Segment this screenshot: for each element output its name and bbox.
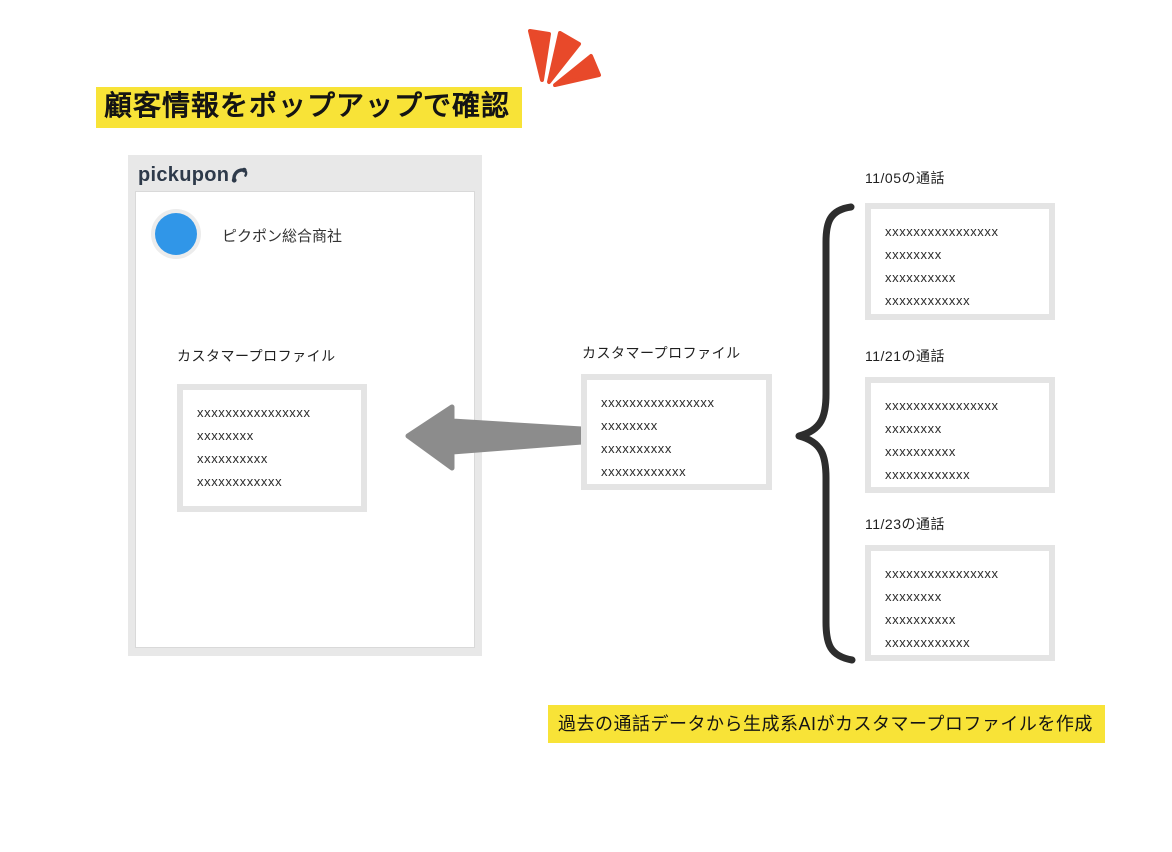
curly-brace [795, 203, 856, 664]
placeholder-line: xxxxxxxx [885, 589, 942, 604]
emphasis-burst-icon [528, 29, 601, 87]
placeholder-line: xxxxxxxxxx [885, 444, 956, 459]
avatar [151, 209, 201, 259]
phone-receiver-icon [232, 167, 248, 183]
placeholder-line: xxxxxxxxxxxx [885, 635, 971, 650]
placeholder-line: xxxxxxxx [885, 247, 942, 262]
placeholder-line: xxxxxxxxxxxx [601, 464, 687, 479]
pickupon-logo: pickupon [138, 161, 248, 189]
placeholder-line: xxxxxxxxxx [885, 270, 956, 285]
caption-text: 過去の通話データから生成系AIがカスタマープロファイルを作成 [548, 705, 1105, 743]
pickupon-logo-text: pickupon [138, 163, 230, 186]
placeholder-line: xxxxxxxxxxxx [885, 467, 971, 482]
placeholder-line: xxxxxxxx [885, 421, 942, 436]
call-label: 11/23の通話 [865, 516, 945, 532]
placeholder-line: xxxxxxxxxxxx [885, 293, 971, 308]
placeholder-line: xxxxxxxx [197, 428, 254, 443]
placeholder-line: xxxxxxxx [601, 418, 658, 433]
placeholder-line: xxxxxxxxxx [601, 441, 672, 456]
placeholder-line: xxxxxxxxxx [885, 612, 956, 627]
placeholder-line: xxxxxxxxxxxxxxxx [885, 224, 999, 239]
call-label: 11/05の通話 [865, 170, 945, 186]
placeholder-line: xxxxxxxxxxxxxxxx [885, 398, 999, 413]
placeholder-line: xxxxxxxxxxxxxxxx [197, 405, 311, 420]
popup-profile-label: カスタマープロファイル [177, 348, 336, 364]
pickupon-popup-card: pickupon ピクポン総合商社 カスタマープロファイル xxxxxxxxxx… [128, 155, 482, 656]
arrow-left-icon [405, 404, 585, 471]
placeholder-line: xxxxxxxxxxxxxxxx [885, 566, 999, 581]
avatar-circle [155, 213, 197, 255]
customer-company-name: ピクポン総合商社 [222, 228, 343, 245]
placeholder-line: xxxxxxxxxx [197, 451, 268, 466]
page-title: 顧客情報をポップアップで確認 [96, 87, 523, 128]
placeholder-line: xxxxxxxxxxxx [197, 474, 283, 489]
call-label: 11/21の通話 [865, 348, 945, 364]
placeholder-line: xxxxxxxxxxxxxxxx [601, 395, 715, 410]
generated-profile-label: カスタマープロファイル [582, 345, 741, 361]
